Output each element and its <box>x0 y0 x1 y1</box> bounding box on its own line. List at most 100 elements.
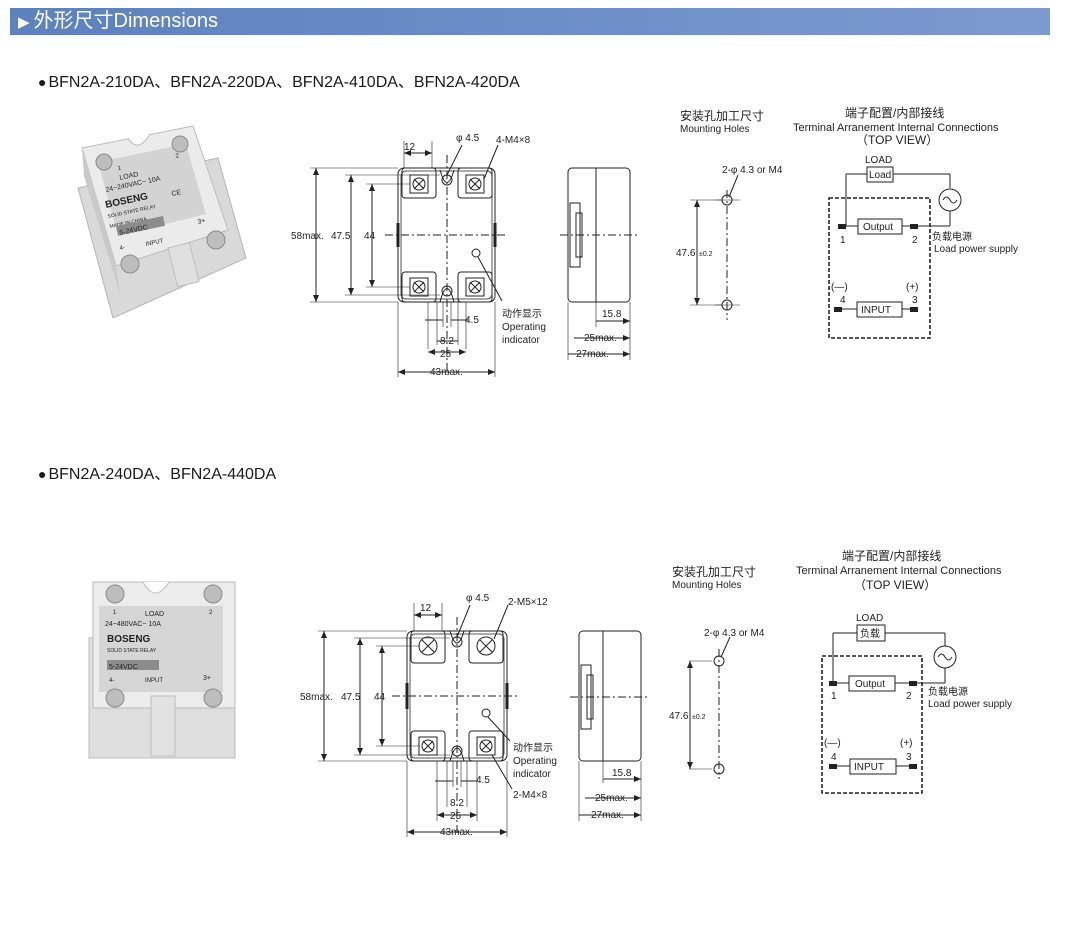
terminal-2: 2 <box>912 235 918 246</box>
indicator-label-cn: 动作显示 <box>502 308 542 320</box>
output-box <box>857 218 903 235</box>
photo-terminal-2: 2 <box>175 153 180 160</box>
photo-ce-mark: CE <box>171 189 182 198</box>
input-label-2: INPUT <box>854 762 884 773</box>
triangle-marker-icon: ▶ <box>18 14 30 31</box>
load-box-label: Load <box>869 170 891 181</box>
terminal-1: 1 <box>840 235 846 246</box>
output-label-2: Output <box>855 679 885 690</box>
dim-screws: 4-M4×8 <box>496 135 531 146</box>
terminal-plus-2: (+) <box>900 738 913 749</box>
dim-25: 25 <box>440 349 452 360</box>
input-box <box>856 301 903 318</box>
dim-25-2: 25 <box>450 811 462 822</box>
supply-label-en: Load power supply <box>934 244 1018 255</box>
photo-terminal-1: 1 <box>117 165 122 172</box>
terminal-view: （TOP VIEW） <box>856 133 938 147</box>
terminal-title-en: Terminal Arranement Internal Connections <box>793 122 999 134</box>
dim-screws-lower-2: 2-M4×8 <box>513 790 548 801</box>
mount-tolerance: ±0.2 <box>699 251 713 258</box>
dim-screws-2: 2-M5×12 <box>508 597 548 608</box>
photo-load-label: LOAD <box>119 171 139 182</box>
section-1-title: ●BFN2A-210DA、BFN2A-220DA、BFN2A-410DA、BFN… <box>38 68 520 92</box>
input-label: INPUT <box>861 305 891 316</box>
dimension-diagram-1: 12 φ 4.5 4-M4×8 58max. 47.5 44 4.5 8.2 2… <box>0 95 1076 495</box>
dim-25max-2: 25max. <box>595 793 628 804</box>
photo2-brand: BOSENG <box>107 634 151 645</box>
section-header: ▶外形尺寸Dimensions <box>10 8 1050 35</box>
photo-terminal-minus: 4- <box>119 245 125 252</box>
mount-title-en: Mounting Holes <box>680 124 749 135</box>
product-photo-1: LOAD 24~240VAC~ 10A BOSENG SOLID STATE R… <box>68 118 248 318</box>
section-2-title-text: BFN2A-240DA、BFN2A-440DA <box>48 466 277 483</box>
terminal-title-cn-2: 端子配置/内部接线 <box>842 548 941 563</box>
dim-width-max: 43max. <box>430 367 463 378</box>
dim-height-inner-2: 44 <box>374 692 386 703</box>
dim-27max: 27max. <box>576 349 609 360</box>
terminal-4-2: 4 <box>831 752 837 763</box>
dim-12: 12 <box>404 142 416 153</box>
load-top-label: LOAD <box>865 155 892 166</box>
bullet-icon: ● <box>38 466 47 482</box>
mount-hole-label: 2-φ 4.3 or M4 <box>722 165 783 176</box>
dim-8-2-2: 8.2 <box>450 798 464 809</box>
terminal-3-2: 3 <box>906 752 912 763</box>
dim-27max-2: 27max. <box>591 810 624 821</box>
load-top-label-2: LOAD <box>856 613 883 624</box>
photo2-input-rating: 5-24VDC <box>109 664 138 671</box>
dim-hole-diameter-2: φ 4.5 <box>466 593 490 604</box>
section-1-title-text: BFN2A-210DA、BFN2A-220DA、BFN2A-410DA、BFN2… <box>48 74 520 91</box>
mount-title-en-2: Mounting Holes <box>672 580 741 591</box>
terminal-housing <box>828 197 931 339</box>
indicator-label-en-1-2: Operating <box>513 756 557 767</box>
dim-25max: 25max. <box>584 333 617 344</box>
dimension-diagram-2: 12 φ 4.5 2-M5×12 58max. 47.5 44 4.5 8.2 … <box>0 545 1076 945</box>
dim-8-2: 8.2 <box>440 336 454 347</box>
operating-indicator-led-2 <box>481 708 491 718</box>
load-box-2 <box>856 624 886 642</box>
dim-height-outer: 58max. <box>291 231 324 242</box>
photo2-terminal-minus: 4- <box>109 678 114 684</box>
photo2-terminal-2: 2 <box>209 610 213 616</box>
photo2-terminal-1: 1 <box>113 610 117 616</box>
terminal-3: 3 <box>912 295 918 306</box>
dim-gap-4-5-2: 4.5 <box>476 775 490 786</box>
indicator-label-cn-2: 动作显示 <box>513 742 553 754</box>
section-2-title: ●BFN2A-240DA、BFN2A-440DA <box>38 460 276 484</box>
photo2-subtitle: SOLID STATE RELAY <box>107 648 157 654</box>
dim-12-2: 12 <box>420 603 432 614</box>
terminal-plus: (+) <box>906 282 919 293</box>
mount-spacing: 47.6 <box>676 248 696 259</box>
supply-label-cn: 负载电源 <box>932 230 972 243</box>
photo2-terminal-plus: 3+ <box>203 675 211 682</box>
indicator-label-en-2-2: indicator <box>513 769 551 780</box>
photo-terminal-plus: 3+ <box>197 217 206 226</box>
photo2-rating: 24~480VAC~ 10A <box>105 621 161 628</box>
dim-height-inner: 44 <box>364 231 376 242</box>
input-box-2 <box>849 758 897 775</box>
dim-gap-4-5: 4.5 <box>465 315 479 326</box>
dim-15-8-2: 15.8 <box>612 768 632 779</box>
bullet-icon: ● <box>38 74 47 90</box>
load-box-label-2: 负载 <box>860 627 880 640</box>
supply-label-cn-2: 负载电源 <box>928 685 968 698</box>
side-view-body-2 <box>578 630 642 762</box>
terminal-4: 4 <box>840 295 846 306</box>
terminal-title-en-2: Terminal Arranement Internal Connections <box>796 565 1002 577</box>
dim-height-mid-2: 47.5 <box>341 692 361 703</box>
indicator-label-en-1: Operating <box>502 322 546 333</box>
mount-hole-lower-2 <box>713 763 725 775</box>
dim-width-max-2: 43max. <box>440 827 473 838</box>
dim-hole-diameter: φ 4.5 <box>456 133 480 144</box>
mount-spacing-2: 47.6 <box>669 711 689 722</box>
dim-height-mid: 47.5 <box>331 231 351 242</box>
terminal-2-2: 2 <box>906 691 912 702</box>
mount-title-cn: 安装孔加工尺寸 <box>680 108 764 123</box>
product-photo-2: LOAD 24~480VAC~ 10A BOSENG SOLID STATE R… <box>85 578 245 768</box>
mount-title-cn-2: 安装孔加工尺寸 <box>672 564 756 579</box>
dim-height-outer-2: 58max. <box>300 692 333 703</box>
mount-tolerance-2: ±0.2 <box>692 714 706 721</box>
terminal-view-2: （TOP VIEW） <box>854 578 936 592</box>
output-box-2 <box>848 675 896 692</box>
photo-input-label: INPUT <box>145 238 164 248</box>
